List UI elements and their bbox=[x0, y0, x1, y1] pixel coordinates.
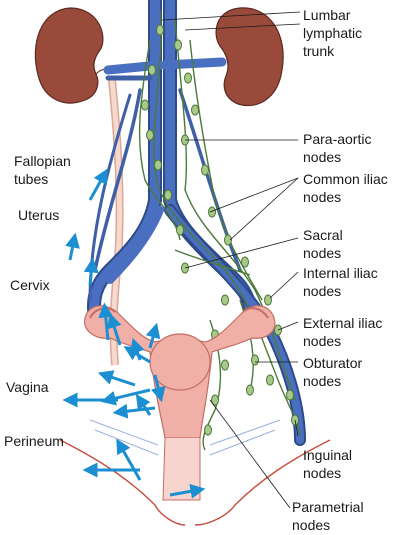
drainage-arrows bbox=[62, 168, 206, 499]
label-inguinal-nodes: Inguinal nodes bbox=[303, 446, 352, 482]
label-line: Para-aortic bbox=[303, 131, 372, 147]
label-line: Lumbar bbox=[303, 7, 351, 23]
label-line: nodes bbox=[303, 333, 342, 349]
label-line: External iliac bbox=[303, 315, 383, 331]
label-line: nodes bbox=[303, 245, 342, 261]
label-line: Parametrial bbox=[292, 499, 364, 515]
label-vagina: Vagina bbox=[6, 379, 49, 395]
label-external-iliac-nodes: External iliac nodes bbox=[303, 314, 382, 350]
label-parametrial-nodes: Parametrial nodes bbox=[292, 498, 364, 534]
label-line: nodes bbox=[292, 517, 331, 533]
label-fallopian-tubes: Fallopian tubes bbox=[14, 152, 71, 188]
right-kidney bbox=[215, 7, 284, 106]
label-line: Obturator bbox=[303, 355, 363, 371]
label-line: trunk bbox=[303, 43, 335, 59]
label-perineum: Perineum bbox=[4, 433, 64, 449]
label-line: nodes bbox=[303, 189, 342, 205]
label-line: Fallopian bbox=[14, 153, 71, 169]
label-line: Sacral bbox=[303, 227, 343, 243]
label-para-aortic-nodes: Para-aortic nodes bbox=[303, 130, 371, 166]
lymph-nodes bbox=[141, 24, 299, 436]
label-line: tubes bbox=[14, 171, 49, 187]
label-internal-iliac-nodes: Internal iliac nodes bbox=[303, 264, 378, 300]
left-kidney bbox=[34, 7, 111, 104]
label-line: Internal iliac bbox=[303, 265, 378, 281]
label-line: nodes bbox=[303, 465, 342, 481]
label-lumbar-lymphatic-trunk: Lumbar lymphatic trunk bbox=[303, 6, 362, 60]
label-line: Common iliac bbox=[303, 171, 388, 187]
leader-lines bbox=[161, 11, 301, 509]
label-obturator-nodes: Obturator nodes bbox=[303, 354, 362, 390]
label-line: nodes bbox=[303, 283, 342, 299]
label-cervix: Cervix bbox=[10, 277, 50, 293]
label-common-iliac-nodes: Common iliac nodes bbox=[303, 170, 388, 206]
label-uterus: Uterus bbox=[18, 207, 60, 223]
label-line: lymphatic bbox=[303, 25, 363, 41]
label-sacral-nodes: Sacral nodes bbox=[303, 226, 343, 262]
label-line: nodes bbox=[303, 373, 342, 389]
label-line: Inguinal bbox=[303, 447, 353, 463]
perineum-outline bbox=[59, 419, 331, 526]
label-line: nodes bbox=[303, 149, 342, 165]
